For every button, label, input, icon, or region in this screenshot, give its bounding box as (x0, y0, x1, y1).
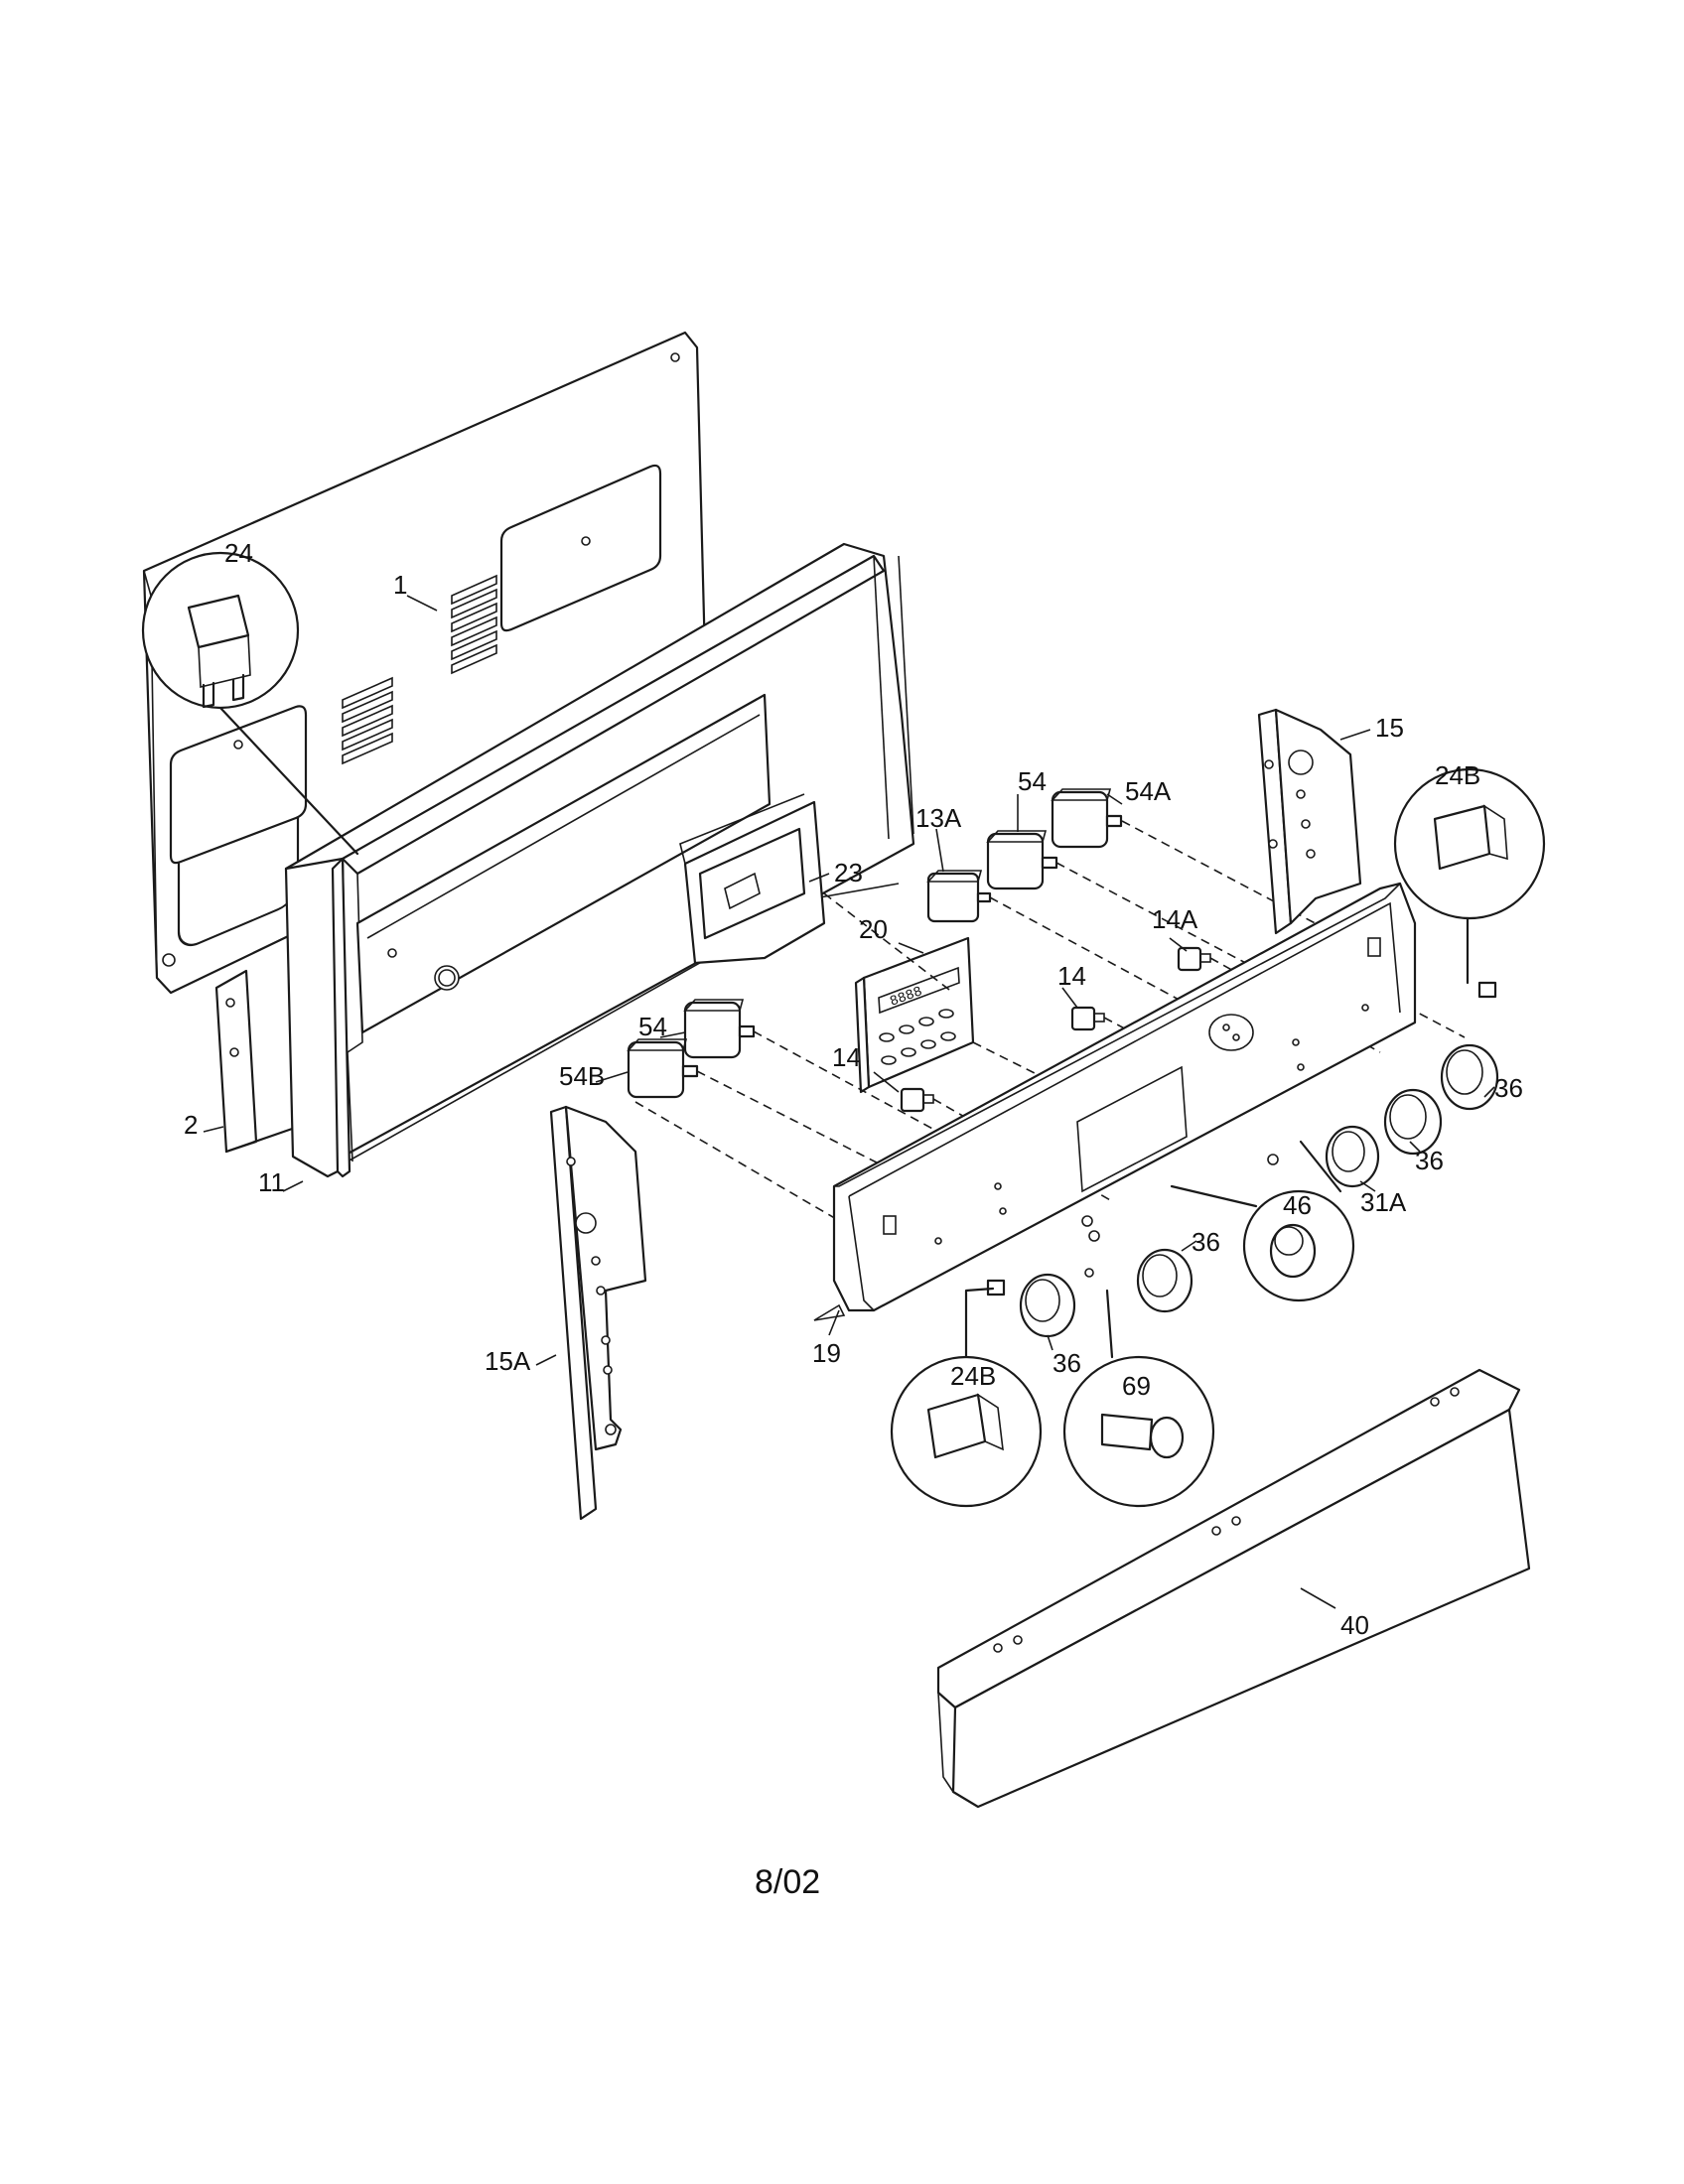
label-part-24B-right: 24B (1435, 760, 1480, 790)
label-part-14A: 14A (1152, 904, 1198, 934)
label-part-54B: 54B (559, 1061, 605, 1091)
switch-14-lower (900, 1087, 934, 1113)
switch-13A (926, 870, 992, 923)
label-part-13A: 13A (915, 803, 962, 833)
label-part-2: 2 (184, 1110, 198, 1140)
control-panel-part (813, 882, 1417, 1321)
label-part-36-lower-right: 36 (1192, 1227, 1220, 1257)
clock-bracket-part (679, 793, 826, 965)
knob-36-right-mid (1383, 1088, 1443, 1156)
screws (1081, 1154, 1279, 1278)
switch-14A (1177, 946, 1211, 972)
label-part-24B-bottom: 24B (950, 1361, 996, 1391)
knob-36-lower-right (1136, 1248, 1193, 1313)
label-part-14-lower: 14 (832, 1042, 861, 1072)
label-part-24: 24 (224, 538, 253, 568)
label-part-11: 11 (258, 1167, 285, 1197)
knob-36-lower-left (1019, 1273, 1076, 1338)
switch-callout-24 (141, 551, 359, 856)
label-part-19: 19 (812, 1338, 841, 1368)
switch-24B-panel-left (986, 1279, 1006, 1297)
label-part-36-lower-left: 36 (1052, 1348, 1081, 1378)
label-part-36-right: 36 (1494, 1073, 1523, 1103)
label-part-54-upper: 54 (1018, 766, 1047, 796)
trim-part (936, 1368, 1531, 1809)
knob-31A (1325, 1125, 1380, 1188)
rear-bracket-part (214, 969, 300, 1154)
label-part-54A: 54A (1125, 776, 1172, 806)
label-part-15: 15 (1375, 713, 1404, 743)
label-part-20: 20 (859, 914, 888, 944)
label-part-69: 69 (1122, 1371, 1151, 1401)
switch-callout-24B-right (1393, 767, 1546, 985)
clock-control-part: 8888 (854, 936, 975, 1094)
switch-14-upper (1070, 1006, 1105, 1031)
plug-callout-46 (1170, 1140, 1355, 1302)
infinite-switch-54A (1051, 788, 1123, 849)
back-panel-part (142, 331, 709, 995)
label-part-31A: 31A (1360, 1187, 1407, 1217)
infinite-switch-54-upper (986, 830, 1058, 890)
vent-slots (342, 574, 497, 765)
date-code: 8/02 (755, 1863, 820, 1901)
switch-callout-24B-bottom (890, 1287, 1043, 1508)
label-part-15A: 15A (485, 1346, 531, 1376)
infinite-switch-54-lower (683, 999, 756, 1059)
leader-lines (203, 595, 1495, 1609)
label-part-23: 23 (834, 858, 863, 887)
label-part-36-mid: 36 (1415, 1146, 1444, 1175)
label-part-46: 46 (1283, 1190, 1312, 1220)
label-part-54-lower: 54 (638, 1012, 667, 1041)
infinite-switch-54B (627, 1038, 699, 1099)
part-labels: 1 2 11 13A 14 14 14A 15 15A 19 20 23 24 … (184, 538, 1523, 1640)
label-part-1: 1 (393, 570, 407, 600)
side-bracket-right (1257, 708, 1362, 935)
screw-callout-69 (1062, 1289, 1215, 1508)
side-bracket-left (549, 1105, 647, 1521)
control-frame-part (284, 542, 915, 1178)
switch-24B-panel-right (1477, 981, 1497, 999)
label-part-14-upper: 14 (1057, 961, 1086, 991)
knob-36-right-top (1440, 1043, 1499, 1111)
label-part-40: 40 (1340, 1610, 1369, 1640)
